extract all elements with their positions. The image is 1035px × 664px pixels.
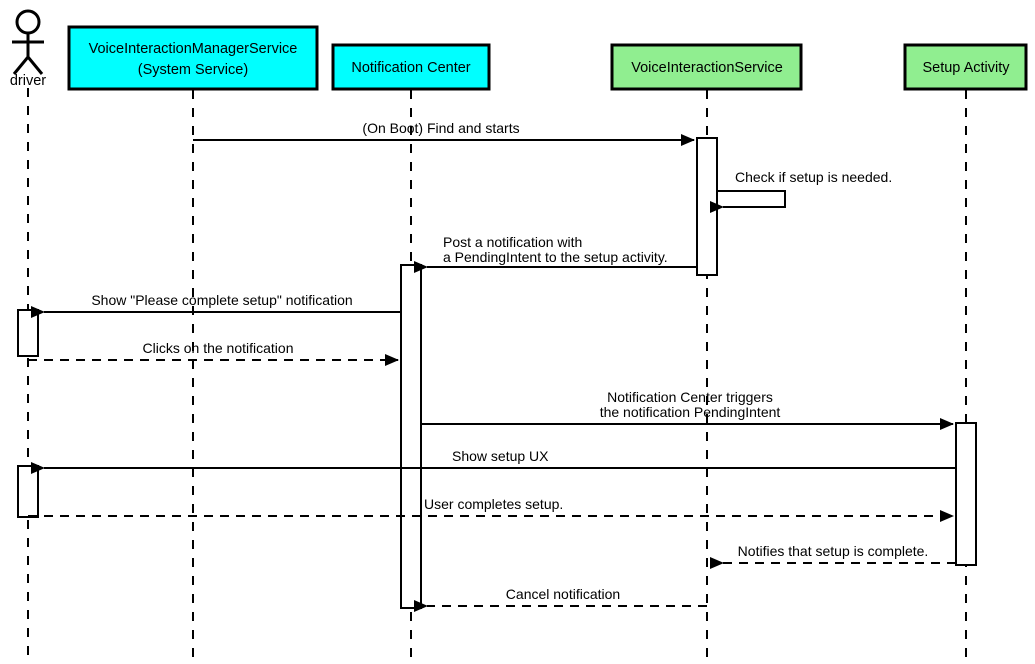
message-6-label-line1: Notification Center triggers [607, 389, 773, 405]
activation-voiceinteractionservice [696, 137, 718, 276]
participant-voiceinteractionservice[interactable]: VoiceInteractionService [610, 43, 803, 91]
message-5-label: Clicks on the notification [143, 340, 294, 356]
message-8[interactable]: User completes setup. [28, 496, 954, 522]
message-3-label-line2: a PendingIntent to the setup activity. [443, 249, 668, 265]
message-3-label-line1: Post a notification with [443, 234, 582, 250]
message-8-label: User completes setup. [424, 496, 563, 512]
participant-box-vims[interactable] [67, 25, 319, 91]
participant-label-setup-activity: Setup Activity [922, 60, 1010, 76]
activation-driver-1 [17, 309, 39, 357]
message-4-label: Show "Please complete setup" notificatio… [91, 292, 352, 308]
participant-setup-activity[interactable]: Setup Activity [903, 43, 1028, 91]
message-6-label-line2: the notification PendingIntent [600, 404, 781, 420]
actor-leg-left-icon [12, 56, 30, 75]
message-10-label: Cancel notification [506, 586, 620, 602]
participant-label-vims-line2: (System Service) [138, 62, 248, 78]
activation-bars [17, 137, 977, 609]
participant-box-setup-activity[interactable] [903, 43, 1028, 91]
activation-driver-2 [17, 465, 39, 518]
message-3[interactable]: Post a notification with a PendingIntent… [414, 234, 697, 273]
message-1-label: (On Boot) Find and starts [362, 120, 519, 136]
message-10[interactable]: Cancel notification [414, 586, 707, 612]
participant-label-notification-center: Notification Center [351, 60, 470, 76]
message-2-self[interactable]: Check if setup is needed. [710, 169, 892, 213]
message-4[interactable]: Show "Please complete setup" notificatio… [31, 292, 401, 318]
actor-label-driver: driver [10, 73, 46, 89]
message-6[interactable]: Notification Center triggers the notific… [421, 389, 954, 430]
actor-driver[interactable]: driver [10, 9, 46, 89]
participant-label-vims-line1: VoiceInteractionManagerService [89, 41, 298, 57]
activation-notification-center [400, 264, 422, 609]
activation-setup-activity [955, 422, 977, 566]
message-9-label: Notifies that setup is complete. [738, 543, 929, 559]
message-2-arrow [710, 190, 786, 213]
actor-leg-right-icon [26, 56, 44, 75]
participant-vims[interactable]: VoiceInteractionManagerService (System S… [67, 25, 319, 91]
participant-box-notification-center[interactable] [331, 43, 491, 91]
actor-head-icon [15, 9, 41, 35]
participant-label-voiceinteractionservice: VoiceInteractionService [631, 60, 783, 76]
message-1[interactable]: (On Boot) Find and starts [193, 120, 695, 146]
message-2-label: Check if setup is needed. [735, 169, 892, 185]
message-7[interactable]: Show setup UX [31, 448, 956, 474]
message-5[interactable]: Clicks on the notification [28, 340, 399, 366]
participant-notification-center[interactable]: Notification Center [331, 43, 491, 91]
message-9[interactable]: Notifies that setup is complete. [710, 543, 956, 569]
participant-box-voiceinteractionservice[interactable] [610, 43, 803, 91]
message-7-label: Show setup UX [452, 448, 549, 464]
